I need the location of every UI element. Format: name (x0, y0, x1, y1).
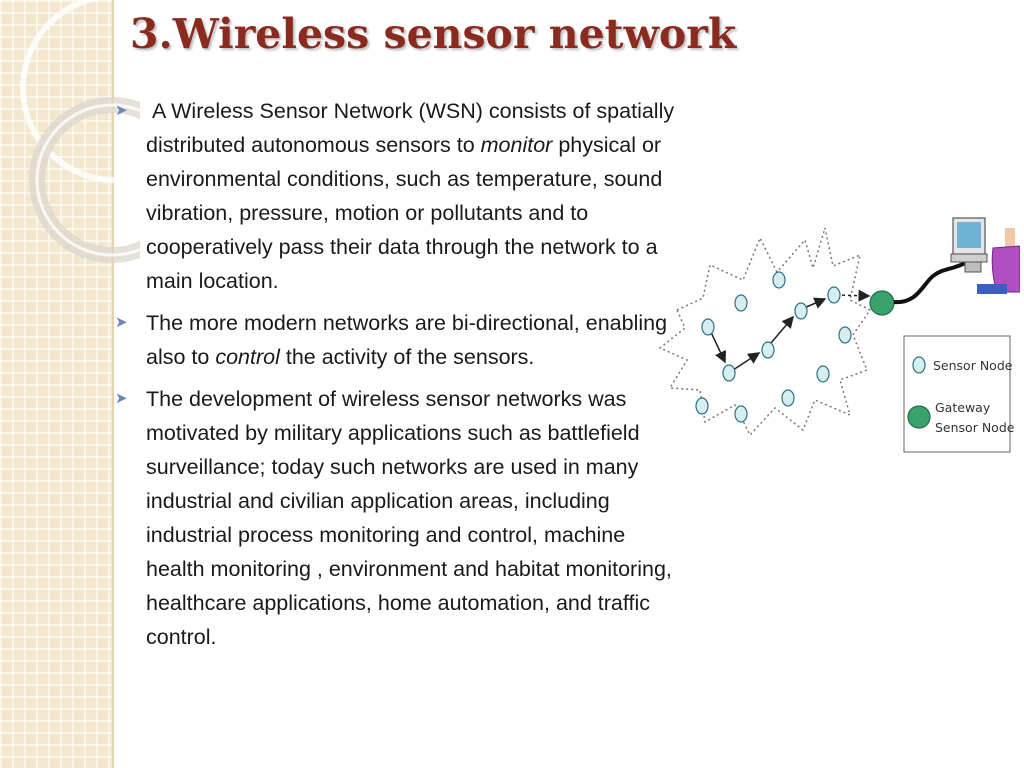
wsn-diagram: Sensor Node Gateway Sensor Node (658, 217, 1020, 453)
legend-gateway-symbol (907, 405, 931, 429)
sensor-node (734, 405, 748, 423)
network-area-starburst (658, 227, 872, 437)
sensor-node (816, 365, 830, 383)
legend-gateway-label-line2: Sensor Node (935, 420, 1015, 435)
computer-user-icon (950, 217, 1020, 294)
bullet-text-part: the activity of the sensors. (279, 345, 535, 369)
arrow-bullet-icon: ➤ (115, 102, 128, 119)
bullet-item: ➤ The development of wireless sensor net… (115, 382, 685, 654)
sensor-node (772, 271, 786, 289)
bullet-item: ➤ A Wireless Sensor Network (WSN) consis… (115, 94, 685, 298)
bullet-text-part: The development of wireless sensor netwo… (146, 387, 672, 649)
sensor-node (722, 364, 736, 382)
sensor-node (838, 326, 852, 344)
bullet-text-part: A Wireless Sensor Network (WSN) consists… (146, 99, 675, 157)
sensor-node (695, 397, 709, 415)
sensor-node (761, 341, 775, 359)
bullet-text-part: physical or environmental conditions, su… (146, 133, 663, 293)
bullet-list: ➤ A Wireless Sensor Network (WSN) consis… (115, 94, 685, 662)
bullet-text-part: The more modern networks are bi-directio… (146, 311, 668, 369)
legend-sensor-node-symbol (912, 356, 926, 374)
arrow-bullet-icon: ➤ (115, 390, 128, 407)
slide-title: 3.Wireless sensor network (130, 10, 737, 58)
bullet-text-italic: monitor (480, 133, 553, 157)
bullet-text-italic: control (215, 345, 280, 369)
sensor-nodes (695, 271, 852, 423)
sensor-node (827, 286, 841, 304)
sensor-node (794, 302, 808, 320)
gateway-node (869, 290, 895, 316)
sensor-node (781, 389, 795, 407)
legend-sensor-node-label: Sensor Node (933, 358, 1013, 373)
bullet-text: The more modern networks are bi-directio… (146, 311, 667, 369)
legend-box (903, 335, 1011, 453)
side-band-edge (112, 0, 114, 768)
bullet-text: The development of wireless sensor netwo… (146, 387, 672, 649)
sensor-node (734, 294, 748, 312)
bullet-item: ➤ The more modern networks are bi-direct… (115, 306, 685, 374)
bullet-text: A Wireless Sensor Network (WSN) consists… (146, 99, 674, 293)
legend-gateway-label-line1: Gateway (935, 400, 991, 415)
arrow-bullet-icon: ➤ (115, 314, 128, 331)
decorative-rings (20, 0, 140, 263)
sensor-node (701, 318, 715, 336)
gateway-cable (893, 260, 968, 305)
